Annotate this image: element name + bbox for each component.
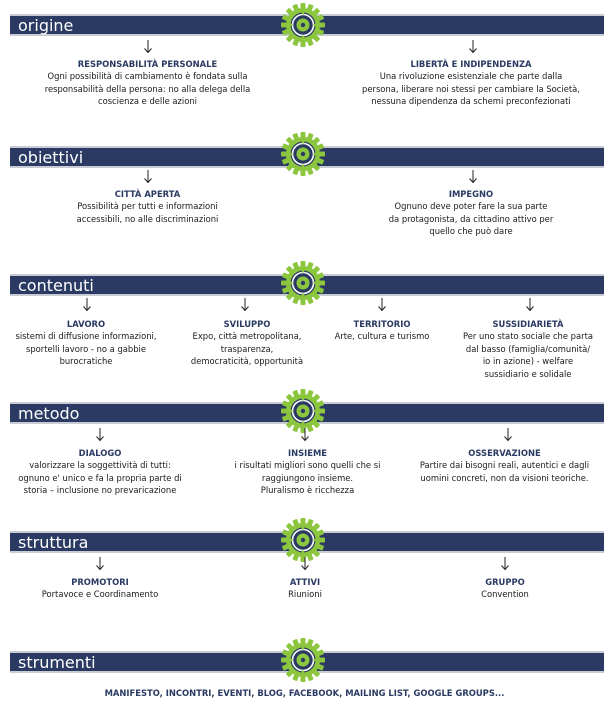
arrow-down-icon: [300, 557, 310, 571]
arrow-down-icon: [525, 298, 535, 312]
arrow-down-icon: [143, 170, 153, 184]
item-text: valorizzare la soggettività di tutti: og…: [18, 460, 182, 496]
item-text: Expo, città metropolitana, trasparenza, …: [190, 331, 304, 367]
arrow-down-icon: [503, 428, 513, 442]
item-text: Partire dai bisogni reali, autentici e d…: [419, 460, 590, 483]
item-title: TERRITORIO: [353, 319, 411, 329]
arrow-down-icon: [300, 428, 310, 442]
item-citta-aperta: CITTÀ APERTA Possibilità per tutti e inf…: [5, 188, 290, 225]
item-title: INSIEME: [287, 448, 328, 458]
section-label: obiettivi: [18, 148, 84, 167]
item-gruppo: GRUPPO Convention: [405, 576, 605, 601]
section-label: strumenti: [18, 653, 96, 672]
arrow-down-icon: [82, 298, 92, 312]
item-title: CITTÀ APERTA: [114, 189, 181, 199]
item-text: Per uno stato sociale che parta dal bass…: [463, 331, 593, 379]
item-title: OSSERVAZIONE: [468, 448, 541, 458]
arrow-down-icon: [468, 170, 478, 184]
item-lavoro: LAVORO sistemi di diffusione informazion…: [0, 318, 172, 368]
item-text: sistemi di diffusione informazioni, spor…: [15, 331, 157, 367]
item-title: GRUPPO: [485, 577, 525, 587]
item-text: Convention: [481, 589, 529, 600]
item-text: Riunioni: [288, 589, 322, 600]
item-title: IMPEGNO: [448, 189, 494, 199]
item-title: LIBERTÀ E INDIPENDENZA: [410, 59, 532, 69]
arrow-down-icon: [500, 557, 510, 571]
arrow-down-icon: [240, 298, 250, 312]
gear-icon: [280, 131, 326, 177]
item-text: i risultati migliori sono quelli che si …: [234, 460, 381, 496]
arrow-down-icon: [143, 40, 153, 54]
item-impegno: IMPEGNO Ognuno deve poter fare la sua pa…: [326, 188, 609, 238]
item-liberta: LIBERTÀ E INDIPENDENZA Una rivoluzione e…: [326, 58, 609, 108]
item-text: Portavoce e Coordinamento: [41, 589, 159, 600]
section-label: origine: [18, 16, 74, 35]
item-text: Possibilità per tutti e informazioni acc…: [76, 201, 219, 224]
arrow-down-icon: [95, 428, 105, 442]
item-title: SUSSIDIARIETÀ: [492, 319, 564, 329]
gear-icon: [280, 2, 326, 48]
arrow-down-icon: [95, 557, 105, 571]
arrow-down-icon: [468, 40, 478, 54]
item-insieme: INSIEME i risultati migliori sono quelli…: [210, 447, 405, 497]
item-dialogo: DIALOGO valorizzare la soggettività di t…: [0, 447, 200, 497]
section-label: struttura: [18, 533, 89, 552]
item-promotori: PROMOTORI Portavoce e Coordinamento: [0, 576, 200, 601]
item-osservazione: OSSERVAZIONE Partire dai bisogni reali, …: [400, 447, 609, 484]
section-label: contenuti: [18, 276, 94, 295]
item-title: DIALOGO: [78, 448, 122, 458]
item-text: Ogni possibilità di cambiamento è fondat…: [44, 71, 251, 107]
tools-list: MANIFESTO, INCONTRI, EVENTI, BLOG, FACEB…: [104, 688, 505, 698]
item-text: Arte, cultura e turismo: [334, 331, 430, 342]
item-territorio: TERRITORIO Arte, cultura e turismo: [322, 318, 442, 343]
item-title: LAVORO: [66, 319, 106, 329]
section-label: metodo: [18, 404, 80, 423]
item-sviluppo: SVILUPPO Expo, città metropolitana, tras…: [172, 318, 322, 368]
item-responsabilita: RESPONSABILITÀ PERSONALE Ogni possibilit…: [5, 58, 290, 108]
gear-icon: [280, 260, 326, 306]
arrow-down-icon: [377, 298, 387, 312]
item-text: Una rivoluzione esistenziale che parte d…: [362, 71, 580, 107]
item-title: RESPONSABILITÀ PERSONALE: [77, 59, 218, 69]
gear-icon: [280, 637, 326, 683]
item-title: ATTIVI: [289, 577, 321, 587]
item-title: SVILUPPO: [223, 319, 271, 329]
item-attivi: ATTIVI Riunioni: [205, 576, 405, 601]
item-sussidiarieta: SUSSIDIARIETÀ Per uno stato sociale che …: [447, 318, 609, 380]
item-title: PROMOTORI: [71, 577, 129, 587]
item-text: Ognuno deve poter fare la sua parte da p…: [388, 201, 554, 237]
